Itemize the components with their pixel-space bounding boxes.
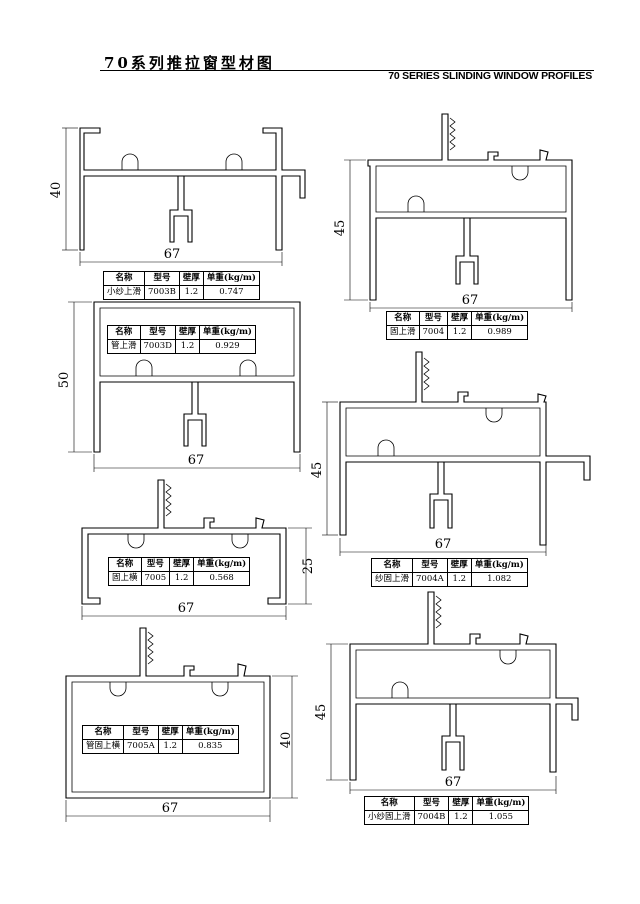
width-dim-7005a: 67 xyxy=(162,801,179,816)
page-title: 70系列推拉窗型材图 xyxy=(104,54,275,72)
width-dim-7005: 67 xyxy=(178,601,195,616)
height-dim-7005: 25 xyxy=(301,558,316,575)
width-dim-7003d: 67 xyxy=(188,453,205,468)
height-dim-7004b: 45 xyxy=(314,704,329,721)
width-dim-7004a: 67 xyxy=(435,537,452,552)
height-dim-7003b: 40 xyxy=(49,182,64,199)
height-dim-7004a: 45 xyxy=(310,462,325,479)
width-dim-7004: 67 xyxy=(462,293,479,308)
page-subtitle: 70 SERIES SLINDING WINDOW PROFILES xyxy=(388,70,592,82)
height-dim-7005a: 40 xyxy=(279,732,294,749)
title-rule xyxy=(100,70,594,71)
height-dim-7003d: 50 xyxy=(57,372,72,389)
height-dim-7004: 45 xyxy=(333,220,348,237)
width-dim-7003b: 67 xyxy=(164,247,181,262)
width-dim-7004b: 67 xyxy=(445,775,462,790)
